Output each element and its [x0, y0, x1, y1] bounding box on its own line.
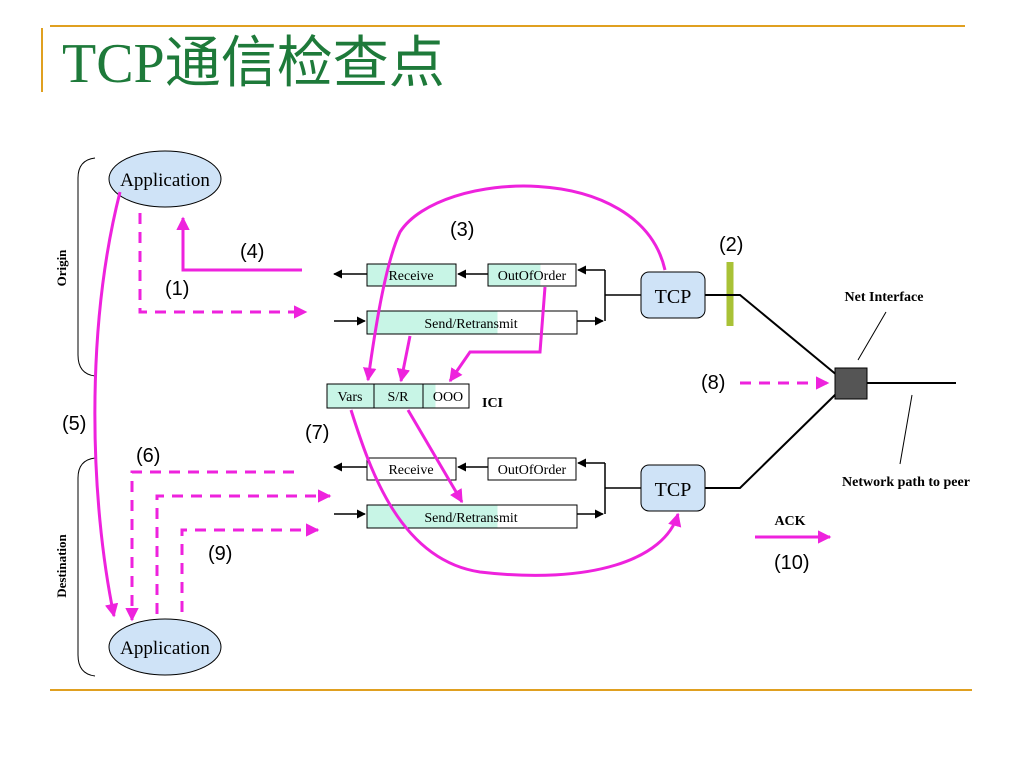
net-interface-box — [834, 367, 868, 400]
ici-vars-label: Vars — [338, 390, 363, 405]
checkpoint-1-arrow — [138, 213, 308, 319]
checkpoint-10-label: (10) — [774, 552, 810, 574]
page-title: TCP通信检查点 — [62, 33, 445, 95]
outoforder-box-bottom — [487, 457, 577, 481]
outoforder-label-top: OutOfOrder — [498, 269, 567, 284]
sendretransmit-fill-top — [367, 311, 498, 334]
ici-ooo-label: OOO — [433, 390, 463, 405]
checkpoint-1-label: (1) — [165, 278, 189, 300]
application-bottom-node — [108, 618, 222, 676]
sendretransmit-label-bottom: Send/Retransmit — [424, 511, 517, 526]
checkpoint-9-label: (9) — [208, 543, 232, 565]
ici-sr-label: S/R — [387, 390, 409, 405]
receive-label-bottom: Receive — [388, 463, 433, 478]
destination-bracket — [77, 457, 96, 677]
network-path-pointer — [899, 394, 913, 465]
sendretransmit-label-top: Send/Retransmit — [424, 317, 517, 332]
send-to-sr-arrow — [396, 335, 412, 383]
checkpoint-7-arrow — [349, 409, 682, 577]
receive-label-top: Receive — [388, 269, 433, 284]
wire-tcp-top — [705, 294, 839, 377]
checkpoint-7-label: (7) — [305, 422, 329, 444]
outoforder-fill-top — [488, 264, 541, 286]
application-bottom-label: Application — [120, 638, 210, 659]
sr-to-send-bottom-arrow — [406, 409, 464, 504]
tcp-bottom-label: TCP — [655, 479, 692, 501]
receive-box-bottom — [366, 457, 457, 481]
origin-label: Origin — [54, 249, 69, 287]
ici-label: ICI — [482, 396, 503, 411]
application-top-node — [108, 150, 222, 208]
checkpoint-3-arrow — [362, 184, 667, 382]
checkpoint-5-label: (5) — [62, 413, 86, 435]
checkpoint-4-arrow — [176, 216, 302, 272]
net-interface-label: Net Interface — [845, 290, 924, 305]
ici-vars-box — [326, 383, 375, 409]
checkpoint-6-arrow — [125, 470, 294, 622]
checkpoint-2-label: (2) — [719, 234, 743, 256]
checkpoint-4-label: (4) — [240, 241, 264, 263]
checkpoint-6-label: (6) — [136, 445, 160, 467]
ici-sr-box — [373, 383, 424, 409]
network-path-label: Network path to peer — [842, 475, 970, 490]
ack-label: ACK — [774, 514, 805, 529]
wire-tcp-bottom — [705, 391, 839, 489]
checkpoint-5-arrow — [93, 191, 122, 618]
origin-bracket — [77, 157, 96, 377]
checkpoint-9-arrow-inner — [180, 523, 320, 612]
net-interface-pointer — [857, 311, 887, 361]
destination-label: Destination — [54, 533, 69, 597]
checkpoint-3-label: (3) — [450, 219, 474, 241]
receive-box-top — [366, 263, 457, 287]
checkpoint-9-arrow-outer — [155, 489, 332, 614]
application-top-label: Application — [120, 170, 210, 191]
ici-ooo-fill — [423, 384, 436, 408]
outoforder-label-bottom: OutOfOrder — [498, 463, 567, 478]
checkpoint-8-label: (8) — [701, 372, 725, 394]
tcp-top-label: TCP — [655, 286, 692, 308]
ooo-to-ici-arrow — [448, 286, 547, 383]
